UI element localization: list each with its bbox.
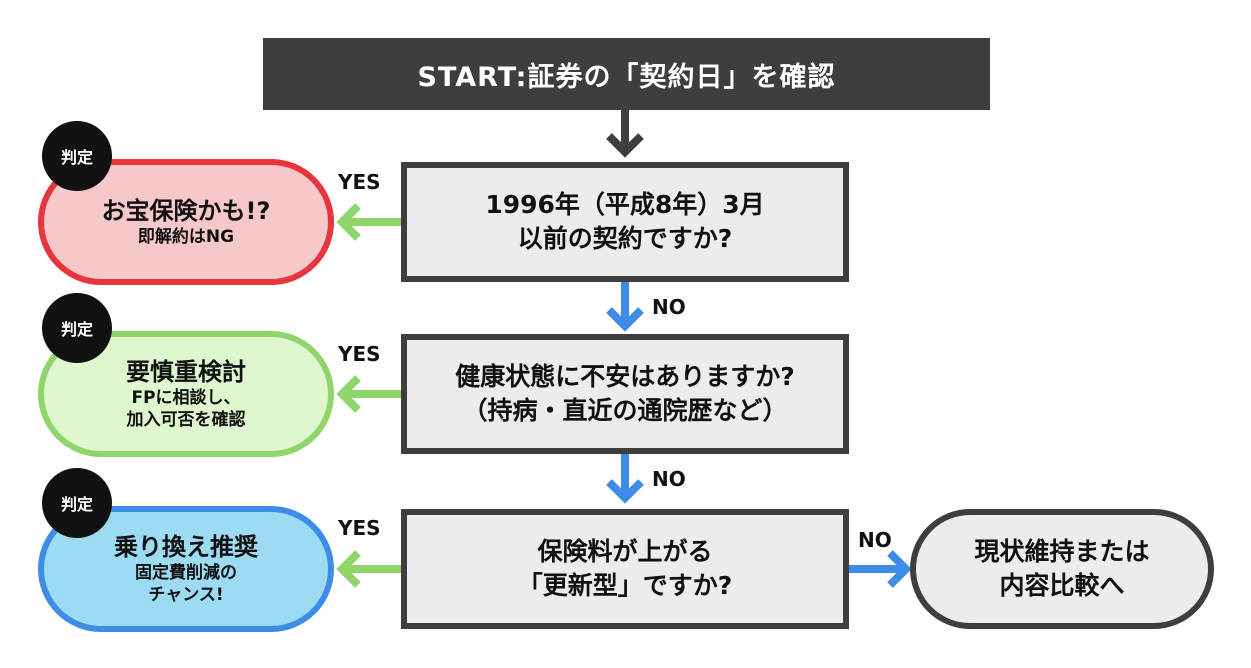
result-1-pill: お宝保険かも!? 即解約はNG — [38, 159, 334, 285]
result-2-badge: 判定 — [42, 293, 112, 363]
question-3-line1: 保険料が上がる — [537, 537, 713, 566]
result-1-title: お宝保険かも!? — [101, 197, 271, 225]
result-2-title: 要慎重検討 — [126, 358, 246, 386]
no-label-3: NO — [858, 528, 892, 552]
question-3-box: 保険料が上がる 「更新型」ですか? — [401, 509, 849, 629]
question-1-box: 1996年（平成8年）3月 以前の契約ですか? — [401, 162, 849, 282]
result-1-sub1: 即解約はNG — [137, 227, 235, 247]
arrow-q2-yes — [336, 375, 401, 413]
result-1-badge: 判定 — [42, 121, 112, 191]
result-2-sub2: 加入可否を確認 — [126, 410, 246, 430]
arrow-start-to-q1 — [606, 110, 644, 158]
arrow-q1-yes — [336, 203, 401, 241]
yes-label-1: YES — [338, 170, 381, 194]
question-1-line1: 1996年（平成8年）3月 — [485, 190, 765, 219]
end-line1: 現状維持または — [974, 537, 1150, 566]
arrow-q2-no — [606, 454, 644, 504]
question-1-line2: 以前の契約ですか? — [517, 224, 733, 253]
result-3-title: 乗り換え推奨 — [114, 533, 258, 561]
question-2-line1: 健康状態に不安はありますか? — [455, 362, 795, 391]
end-line2: 内容比較へ — [999, 571, 1125, 600]
question-2-line2: （持病・直近の通院歴など） — [462, 396, 788, 425]
arrow-q3-yes — [336, 550, 401, 588]
end-box: 現状維持または 内容比較へ — [910, 509, 1214, 629]
yes-label-3: YES — [338, 516, 381, 540]
result-3-sub1: 固定費削減の — [135, 563, 237, 583]
result-3-sub2: チャンス! — [148, 585, 224, 605]
arrow-q3-no — [849, 550, 912, 588]
question-2-box: 健康状態に不安はありますか? （持病・直近の通院歴など） — [401, 334, 849, 454]
no-label-1: NO — [652, 295, 686, 319]
no-label-2: NO — [652, 467, 686, 491]
result-3-badge: 判定 — [42, 468, 112, 538]
result-2-sub1: FPに相談し、 — [131, 388, 241, 408]
start-box: START:証券の「契約日」を確認 — [263, 38, 990, 110]
yes-label-2: YES — [338, 342, 381, 366]
arrow-q1-no — [606, 282, 644, 332]
question-3-line2: 「更新型」ですか? — [517, 571, 733, 600]
